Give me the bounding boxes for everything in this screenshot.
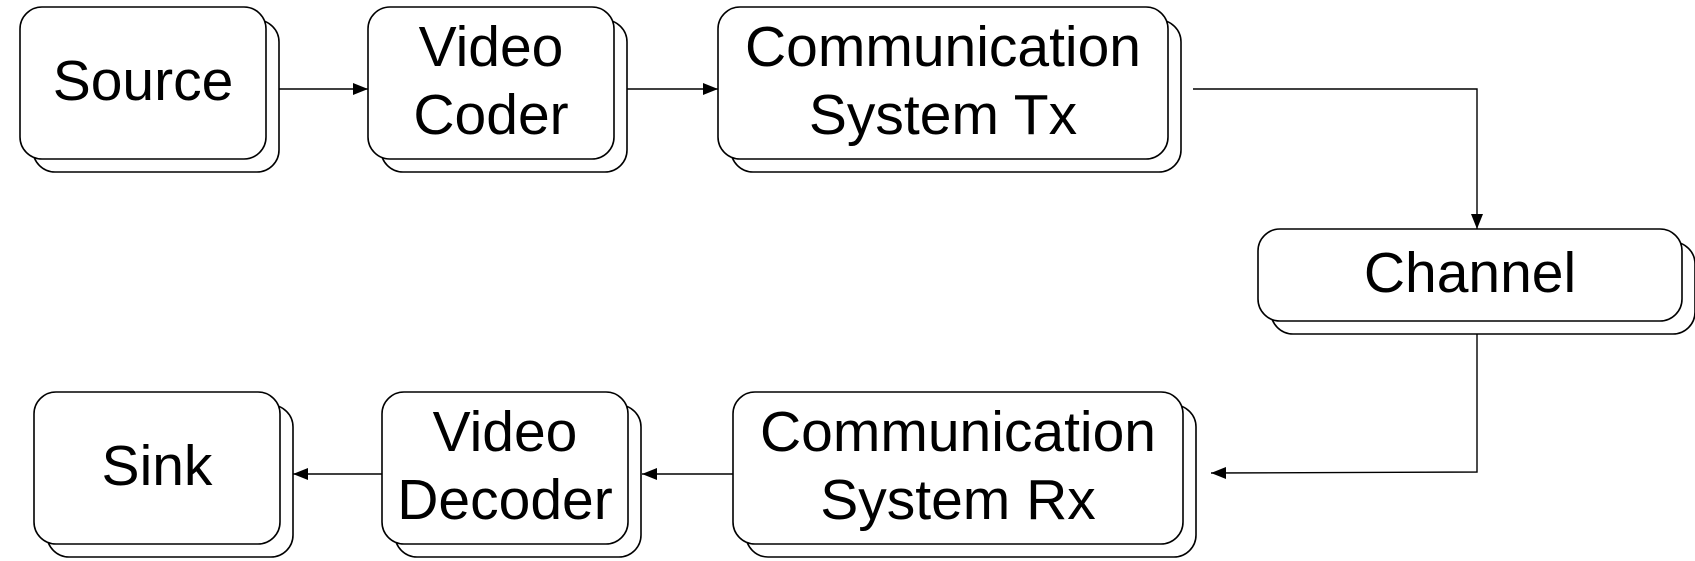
node-channel-label-line-1: Channel: [1364, 241, 1576, 305]
node-comm-rx-card: [732, 391, 1184, 545]
edge-source-to-video-coder-arrowhead: [353, 83, 368, 95]
node-channel: Channel: [1257, 228, 1695, 335]
edge-comm-tx-to-channel-line: [1193, 88, 1478, 229]
edge-comm-tx-to-channel: [1193, 88, 1483, 229]
node-source-card: [19, 6, 267, 160]
node-source: Source: [19, 6, 280, 173]
node-comm-rx-label-line-2: System Rx: [820, 468, 1096, 532]
node-video-coder-card: [367, 6, 615, 160]
edges-layer: [279, 83, 1483, 480]
node-sink-card: [33, 391, 281, 545]
node-video-coder-label-line-2: Coder: [413, 83, 568, 147]
node-channel-card: [1257, 228, 1683, 322]
node-video-decoder-label-line-1: Video: [433, 400, 578, 464]
node-comm-tx-label-line-1: Communication: [745, 15, 1141, 79]
node-sink-label-line-1: Sink: [102, 434, 213, 498]
node-comm-tx-label-line-2: System Tx: [809, 83, 1077, 147]
edge-channel-to-comm-rx-line: [1210, 334, 1478, 474]
node-comm-tx-card: [717, 6, 1169, 160]
node-video-coder-label-line-1: Video: [419, 15, 564, 79]
node-video-decoder-card: [381, 391, 629, 545]
node-comm-rx-label-line-1: Communication: [760, 400, 1156, 464]
edge-video-coder-to-comm-tx-arrowhead: [703, 83, 718, 95]
edge-video-coder-to-comm-tx: [627, 83, 718, 95]
edge-video-decoder-to-sink: [293, 468, 382, 480]
node-source-label-line-1: Source: [53, 49, 234, 113]
node-video-decoder-label-line-2: Decoder: [397, 468, 612, 532]
edge-channel-to-comm-rx: [1210, 334, 1478, 479]
edge-video-decoder-to-sink-arrowhead: [293, 468, 308, 480]
edge-comm-tx-to-channel-arrowhead: [1471, 214, 1483, 229]
edge-source-to-video-coder: [279, 83, 368, 95]
edge-comm-rx-to-video-decoder-arrowhead: [642, 468, 657, 480]
node-sink: Sink: [33, 391, 294, 558]
edge-comm-rx-to-video-decoder: [642, 468, 733, 480]
edge-channel-to-comm-rx-arrowhead: [1211, 466, 1227, 479]
